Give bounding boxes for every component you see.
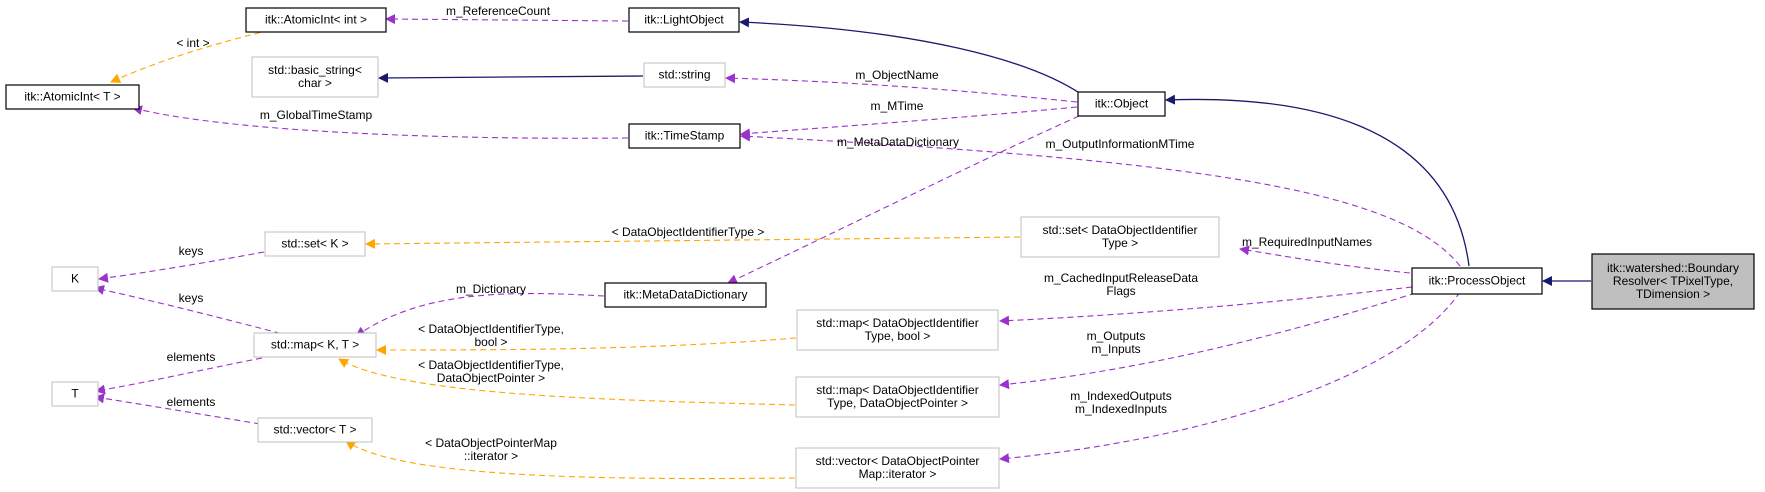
- node-std-string-text-line-1: std::string: [658, 68, 710, 82]
- node-object-text-line-1: itk::Object: [1095, 97, 1149, 111]
- edge-template-mapdoidbool-mapkt: [376, 337, 797, 355]
- node-map-doid-bool-text-line-1: std::map< DataObjectIdentifier: [816, 316, 978, 330]
- node-lightobject[interactable]: itk::LightObject: [628, 7, 740, 33]
- edge-label-mtime-line-1: m_MTime: [871, 99, 924, 113]
- node-boundaryresolver-text-line-2: Resolver< TPixelType,: [1613, 274, 1733, 288]
- node-basic-string[interactable]: std::basic_string<char >: [251, 56, 379, 98]
- edge-template-mapdoiddop-mapkt: [338, 358, 796, 406]
- edge-member-processobject-mapdoidbool: [999, 286, 1413, 326]
- edge-member-object-timestamp: [740, 106, 1078, 139]
- edge-label-keys-set-line-1: keys: [179, 244, 204, 258]
- node-map-doid-bool[interactable]: std::map< DataObjectIdentifierType, bool…: [796, 309, 999, 351]
- node-map-doid-dop-text-line-1: std::map< DataObjectIdentifier: [816, 383, 978, 397]
- node-vector-dopm-text-line-2: Map::iterator >: [859, 467, 937, 481]
- edges: [94, 14, 1591, 480]
- edge-label-indexed-line-2: m_IndexedInputs: [1075, 402, 1167, 416]
- node-basic-string-text-line-1: std::basic_string<: [268, 63, 362, 77]
- node-processobject-text-line-1: itk::ProcessObject: [1429, 274, 1526, 288]
- edge-member-processobject-mapdoiddop: [999, 289, 1426, 390]
- edge-member-processobject-timestamp: [740, 131, 1461, 267]
- edge-label-globaltimestamp-line-1: m_GlobalTimeStamp: [260, 108, 373, 122]
- node-t-text-line-1: T: [71, 387, 79, 401]
- edge-label-metadatadict-line-1: m_MetaDataDictionary: [837, 135, 959, 149]
- node-k-text-line-1: K: [71, 272, 79, 286]
- node-map-doid-dop[interactable]: std::map< DataObjectIdentifierType, Data…: [795, 376, 1000, 418]
- edge-label-cached-line-2: Flags: [1106, 284, 1135, 298]
- node-set-doid[interactable]: std::set< DataObjectIdentifierType >: [1020, 216, 1220, 258]
- edge-template-vectordopm-vectort: [345, 440, 796, 480]
- node-set-doid-text-line-2: Type >: [1102, 236, 1138, 250]
- edge-label-outputs-inputs-line-1: m_Outputs: [1087, 329, 1146, 343]
- node-atomicint-int[interactable]: itk::AtomicInt< int >: [245, 7, 387, 33]
- node-object[interactable]: itk::Object: [1077, 91, 1166, 117]
- node-timestamp[interactable]: itk::TimeStamp: [628, 123, 741, 149]
- edge-member-mapkt-t: [95, 357, 263, 395]
- edge-member-object-string: [725, 73, 1078, 103]
- edge-label-cached-line-1: m_CachedInputReleaseData: [1044, 271, 1198, 285]
- node-t[interactable]: T: [51, 381, 99, 407]
- nodes: itk::AtomicInt< int > itk::LightObject i…: [5, 7, 1755, 489]
- edge-label-doid-dop-line-2: DataObjectPointer >: [437, 371, 545, 385]
- node-basic-string-text-line-2: char >: [298, 76, 332, 90]
- edge-label-objectname-line-1: m_ObjectName: [855, 68, 939, 82]
- node-map-kt[interactable]: std::map< K, T >: [253, 332, 377, 358]
- edge-label-outputs-inputs-line-2: m_Inputs: [1091, 342, 1140, 356]
- edge-template-atomicint-int: [110, 29, 271, 83]
- edge-label-int-arg-line-1: < int >: [176, 36, 209, 50]
- edge-label-outputinfo-line-1: m_OutputInformationMTime: [1046, 137, 1195, 151]
- edge-template-setdoid-setk: [365, 236, 1021, 249]
- edge-label-indexed-line-1: m_IndexedOutputs: [1070, 389, 1171, 403]
- node-processobject[interactable]: itk::ProcessObject: [1411, 267, 1543, 295]
- edge-label-elements-map-line-1: elements: [167, 350, 216, 364]
- node-atomicint-int-text-line-1: itk::AtomicInt< int >: [265, 13, 367, 27]
- edge-label-elements-vec-line-1: elements: [167, 395, 216, 409]
- edge-inherit-string-basicstring: [378, 72, 644, 83]
- node-boundaryresolver-text-line-3: TDimension >: [1636, 287, 1710, 301]
- edge-inherit-processobject-object: [1165, 94, 1470, 267]
- node-vector-dopm-text-line-1: std::vector< DataObjectPointer: [816, 454, 980, 468]
- edge-label-refcount-line-1: m_ReferenceCount: [446, 4, 551, 18]
- edge-label-doid-dop-line-1: < DataObjectIdentifierType,: [418, 358, 564, 372]
- node-std-string[interactable]: std::string: [643, 62, 726, 88]
- edge-label-doid-bool-line-2: bool >: [474, 335, 507, 349]
- node-set-k[interactable]: std::set< K >: [264, 231, 366, 257]
- edge-member-processobject-setdoid: [1239, 245, 1411, 274]
- edge-label-keys-map-line-1: keys: [179, 291, 204, 305]
- edge-labels: m_ReferenceCount < int > m_ObjectName m_…: [167, 4, 1372, 463]
- node-atomicint-t[interactable]: itk::AtomicInt< T >: [5, 84, 140, 110]
- node-lightobject-text-line-1: itk::LightObject: [644, 13, 724, 27]
- edge-label-dopm-iter-line-2: ::iterator >: [464, 449, 518, 463]
- node-boundaryresolver-text-line-1: itk::watershed::Boundary: [1607, 261, 1739, 275]
- node-vector-t[interactable]: std::vector< T >: [257, 417, 373, 443]
- node-timestamp-text-line-1: itk::TimeStamp: [645, 129, 725, 143]
- edge-member-timestamp-atomicint: [132, 105, 629, 139]
- edge-label-required-line-1: m_RequiredInputNames: [1242, 235, 1372, 249]
- edge-label-doid-bool-line-1: < DataObjectIdentifierType,: [418, 322, 564, 336]
- node-set-k-text-line-1: std::set< K >: [281, 237, 348, 251]
- node-atomicint-t-text-line-1: itk::AtomicInt< T >: [24, 90, 120, 104]
- edge-member-lightobject-atomicint: [385, 14, 629, 25]
- node-map-kt-text-line-1: std::map< K, T >: [271, 338, 359, 352]
- node-set-doid-text-line-1: std::set< DataObjectIdentifier: [1042, 223, 1197, 237]
- edge-label-dopm-iter-line-1: < DataObjectPointerMap: [425, 436, 557, 450]
- edge-member-mapkt-k: [94, 285, 291, 337]
- node-k[interactable]: K: [51, 266, 99, 292]
- edge-label-dictionary-line-1: m_Dictionary: [456, 282, 526, 296]
- node-metadatadictionary-text-line-1: itk::MetaDataDictionary: [623, 288, 747, 302]
- node-metadatadictionary[interactable]: itk::MetaDataDictionary: [604, 282, 767, 308]
- edge-member-setk-k: [98, 251, 265, 283]
- edge-member-processobject-vectordopm: [999, 291, 1461, 464]
- node-vector-t-text-line-1: std::vector< T >: [274, 423, 357, 437]
- node-map-doid-bool-text-line-2: Type, bool >: [865, 329, 931, 343]
- edge-label-doid-type-line-1: < DataObjectIdentifierType >: [612, 225, 765, 239]
- edge-member-vectort-t: [94, 393, 261, 425]
- node-vector-dopm[interactable]: std::vector< DataObjectPointerMap::itera…: [795, 447, 1000, 489]
- edge-member-object-metadatadictionary: [727, 111, 1089, 284]
- edge-inherit-object-lightobject: [739, 17, 1082, 95]
- node-map-doid-dop-text-line-2: Type, DataObjectPointer >: [827, 396, 968, 410]
